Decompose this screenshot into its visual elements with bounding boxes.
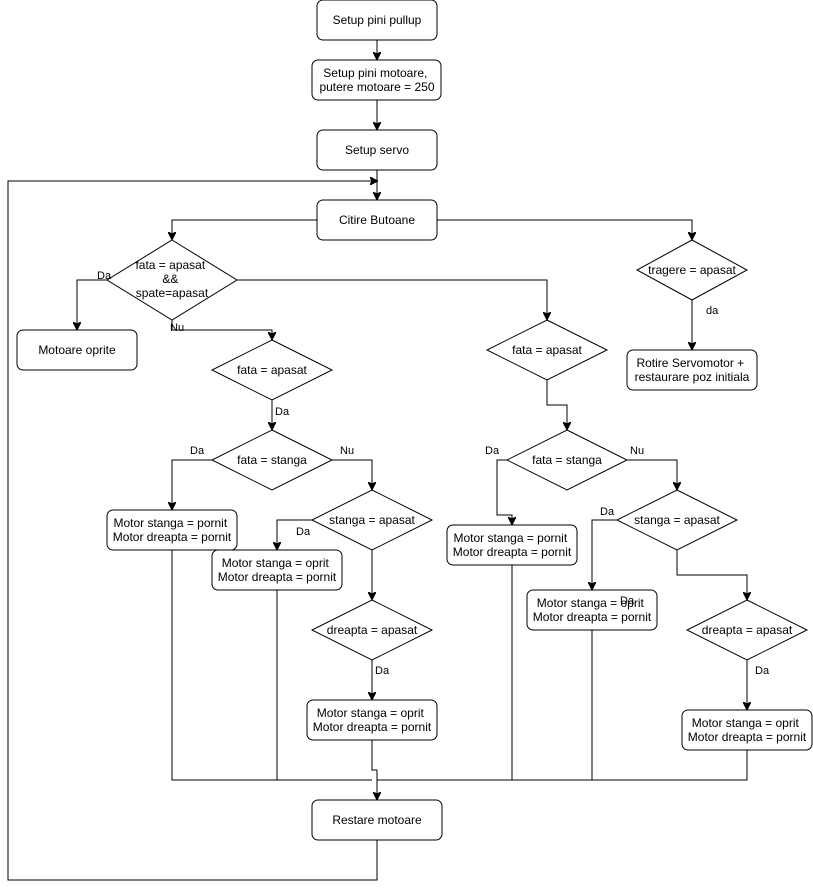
stanga-apasat-right-text: stanga = apasat <box>634 513 720 527</box>
label-da-fata-stanga-mid: Da <box>485 445 500 457</box>
node-texts: Setup pini pullup Setup pini motoare, pu… <box>38 13 807 827</box>
tragere-apasat-text: tragere = apasat <box>648 263 736 277</box>
fata-apasat-mid-text: fata = apasat <box>512 343 582 357</box>
stanga-apasat-left-text: stanga = apasat <box>329 513 415 527</box>
fata-spate-decision <box>106 239 238 321</box>
restare-motoare-box <box>311 799 443 841</box>
edge-merge-pornit-left <box>171 550 372 781</box>
label-da-stanga-right: Da <box>600 506 615 518</box>
motor-oprit-left2-text: Motor stanga = oprit Motor dreapta = por… <box>313 706 432 734</box>
label-da-stanga-right-overlap: Da <box>620 595 635 607</box>
motor-oprit-right-box <box>681 709 813 751</box>
fata-stanga-mid-text: fata = stanga <box>532 453 602 467</box>
edge-merge-right <box>377 750 748 781</box>
label-da-dreapta-right: Da <box>755 665 770 677</box>
edge-citire-to-tragere <box>437 219 692 239</box>
edges <box>7 40 748 881</box>
label-da-fata-stanga-left: Da <box>190 445 205 457</box>
edge-loop-back <box>7 181 377 881</box>
label-nu-fata-left: Nu <box>170 322 184 334</box>
motoare-oprite-box <box>16 329 138 371</box>
setup-motoare-box <box>311 59 442 101</box>
edge-fata-spate-to-fata-mid <box>237 279 547 319</box>
motor-oprit-left2-box <box>306 699 438 741</box>
setup-pullup-box <box>316 0 438 41</box>
edge-stanga-right-to-oprit <box>592 519 617 589</box>
restare-motoare-text: Restare motoare <box>332 813 422 827</box>
edge-citire-to-fata-spate <box>172 219 317 239</box>
label-da-stanga-left: Da <box>296 526 311 538</box>
label-da-dreapta-left: Da <box>375 665 390 677</box>
dreapta-apasat-right-text: dreapta = apasat <box>702 623 793 637</box>
motor-pornit-left-text: Motor stanga = pornit Motor dreapta = po… <box>113 516 232 544</box>
edge-fata-spate-to-oprite <box>77 279 107 329</box>
label-da-fata-left: Da <box>275 406 290 418</box>
fata-apasat-left-text: fata = apasat <box>237 363 307 377</box>
motor-oprit-mid-box <box>526 589 658 631</box>
setup-servo-box <box>316 129 438 171</box>
edge-stanga-left-to-oprit <box>277 519 312 549</box>
citire-butoane-text: Citire Butoane <box>339 213 415 227</box>
motor-pornit-mid-box <box>446 524 578 566</box>
tragere-apasat-decision <box>635 239 749 301</box>
fata-spate-text: fata = apasat && spate=apasat <box>135 258 208 300</box>
edge-fata-stanga-mid-to-stanga <box>627 459 677 489</box>
setup-pullup-text: Setup pini pullup <box>333 13 422 27</box>
dreapta-apasat-right-decision <box>685 599 809 661</box>
label-nu-fata-stanga-left: Nu <box>340 445 354 457</box>
motor-oprit-mid-text: Motor stanga = oprit Motor dreapta = por… <box>533 596 652 624</box>
stanga-apasat-left-decision <box>310 489 434 551</box>
motor-pornit-left-box <box>106 509 238 551</box>
stanga-apasat-right-decision <box>615 489 739 551</box>
rotire-servo-box <box>626 349 758 391</box>
motor-pornit-mid-text: Motor stanga = pornit Motor dreapta = po… <box>453 531 572 559</box>
edge-fata-mid-to-fata-stanga <box>546 380 567 429</box>
motor-oprit-left-text: Motor stanga = oprit Motor dreapta = por… <box>218 556 337 584</box>
dreapta-apasat-left-text: dreapta = apasat <box>327 623 418 637</box>
edge-merge-oprit-left2 <box>371 740 377 799</box>
rotire-servo-text: Rotire Servomotor + restaurare poz initi… <box>635 356 750 384</box>
label-da-tragere: da <box>706 305 719 317</box>
label-nu-fata-stanga-mid: Nu <box>630 445 644 457</box>
fata-apasat-left-decision <box>210 339 334 401</box>
dreapta-apasat-left-decision <box>310 599 434 661</box>
edge-fata-stanga-left-to-pornit <box>172 459 212 509</box>
edge-fata-stanga-mid-to-pornit <box>496 459 512 524</box>
citire-butoane-box <box>316 199 438 241</box>
motor-oprit-right-text: Motor stanga = oprit Motor dreapta = por… <box>688 716 807 744</box>
edge-labels: Da Nu Da Da Nu Da Da Da Nu Da Da Da da <box>97 270 770 677</box>
motoare-oprite-text: Motoare oprite <box>38 343 116 357</box>
fata-stanga-mid-decision <box>505 429 629 491</box>
setup-servo-text: Setup servo <box>345 143 409 157</box>
setup-motoare-text: Setup pini motoare, putere motoare = 250 <box>319 66 434 94</box>
fata-stanga-left-text: fata = stanga <box>237 453 307 467</box>
fata-apasat-mid-decision <box>485 319 609 381</box>
fata-stanga-left-decision <box>210 429 334 491</box>
edge-stanga-right-to-dreapta <box>676 550 747 599</box>
label-da-motoare-oprite: Da <box>97 270 112 282</box>
edge-fata-stanga-left-to-stanga <box>332 459 372 489</box>
edge-fata-spate-to-fata-left <box>171 320 272 339</box>
shapes <box>16 0 813 841</box>
motor-oprit-left-box <box>211 549 343 591</box>
